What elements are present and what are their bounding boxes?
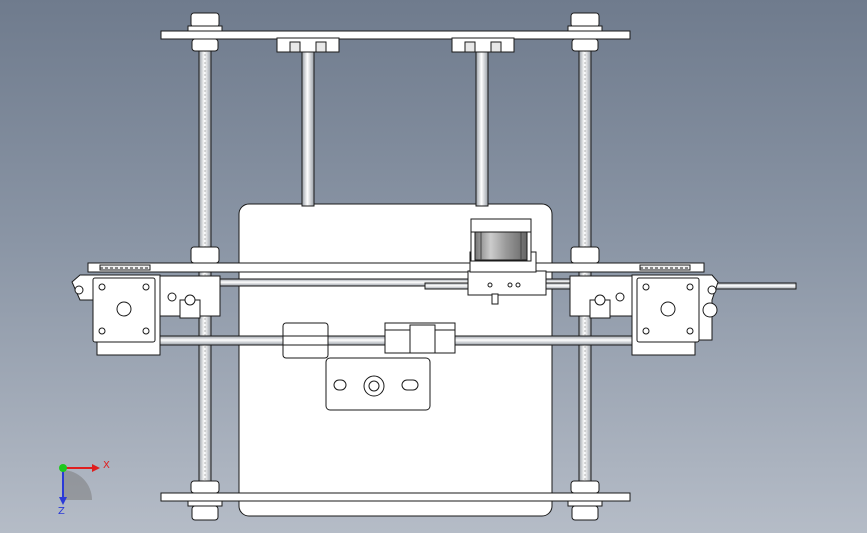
x-axis-label: X (103, 460, 110, 471)
x-end-right (569, 274, 719, 356)
axis-triad: X Z (58, 460, 110, 517)
nut-bottom-right (567, 480, 603, 521)
z-axis-label: Z (58, 506, 65, 517)
nut-top-left (187, 12, 223, 52)
nut-middle-right (570, 246, 600, 264)
nut-bottom-left (187, 480, 223, 521)
extruder-motor (470, 218, 532, 262)
bottom-plate (160, 492, 631, 502)
top-plate (160, 30, 631, 40)
inner-rod-right (475, 47, 489, 207)
x-end-left (71, 274, 221, 356)
top-bracket-left (276, 37, 340, 53)
top-bracket-right (451, 37, 515, 53)
bed-bearing-right (384, 322, 456, 354)
belt-clamp (325, 357, 431, 411)
y-axis-dot (59, 464, 67, 472)
bed-bearing-left (282, 322, 329, 359)
x-frame-bar (87, 262, 705, 273)
inner-rod-left (301, 47, 315, 207)
nut-top-right (567, 12, 603, 52)
nut-middle-left (190, 246, 220, 264)
